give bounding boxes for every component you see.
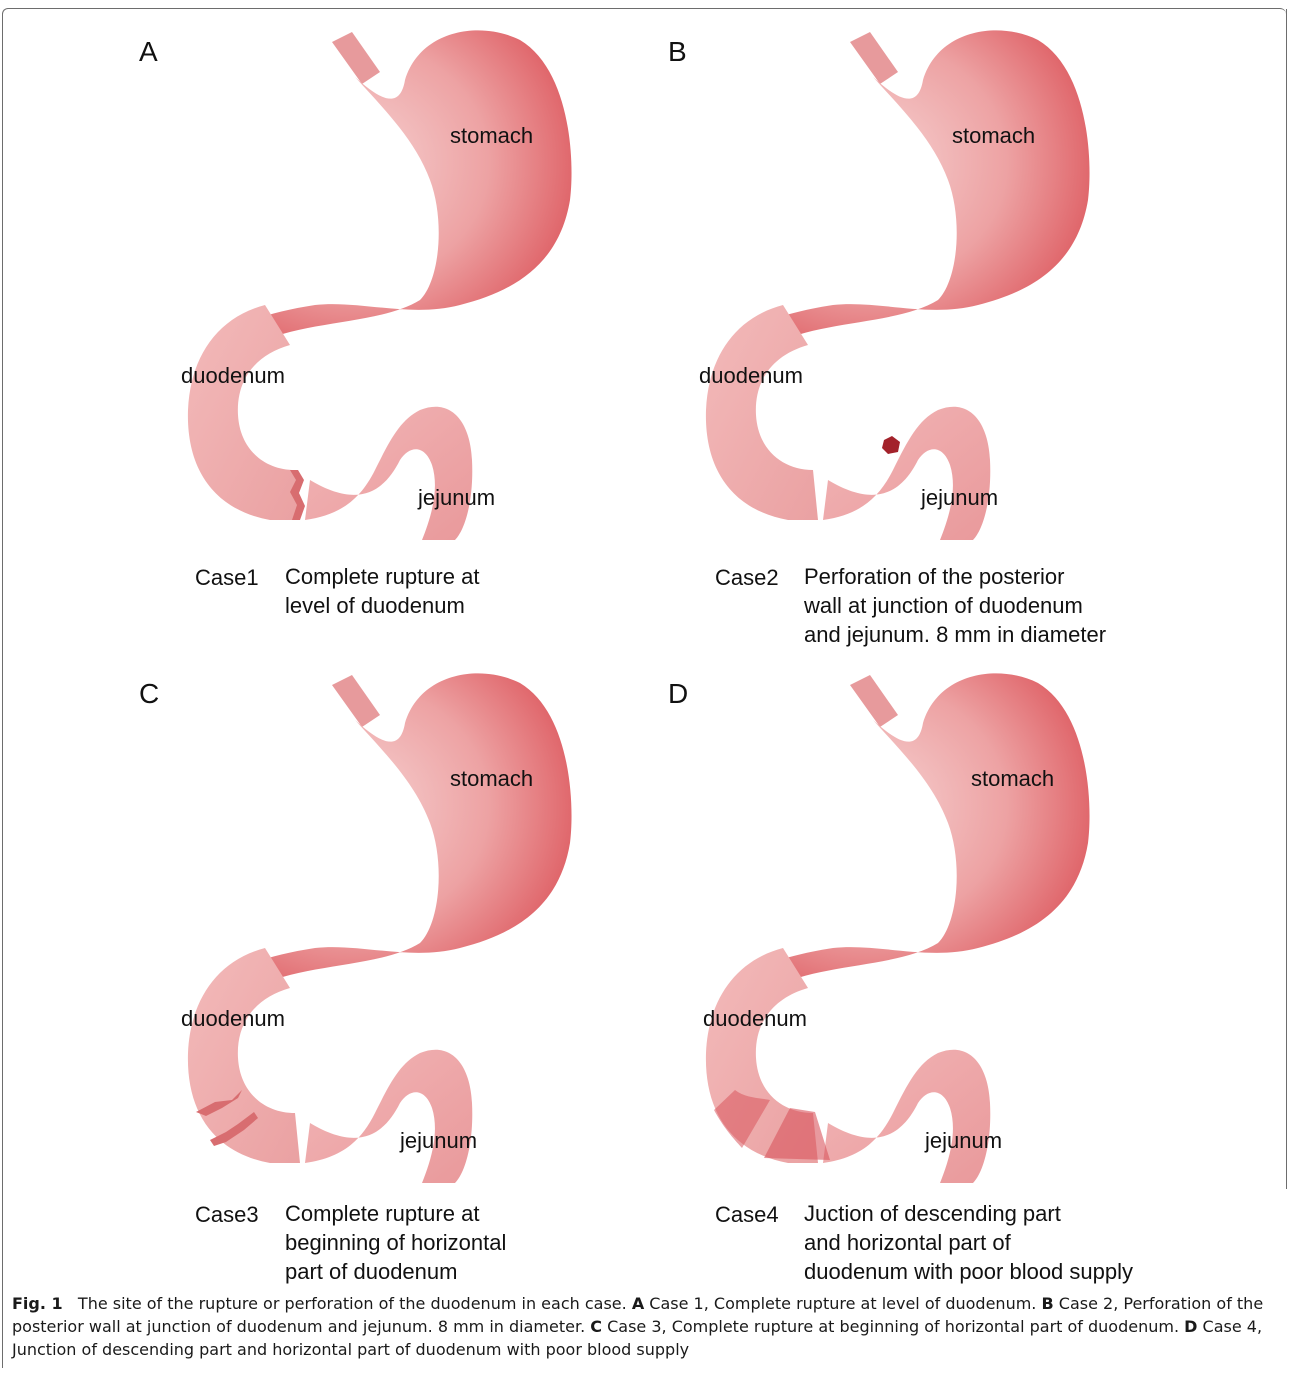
label-duodenum-a: duodenum bbox=[181, 363, 285, 388]
label-stomach-b: stomach bbox=[952, 123, 1035, 148]
label-jejunum-d: jejunum bbox=[924, 1128, 1002, 1153]
figure-caption: Fig. 1 The site of the rupture or perfor… bbox=[12, 1292, 1274, 1361]
case-desc-b: Perforation of the posterior wall at jun… bbox=[804, 562, 1106, 649]
caption-text-c: Case 3, Complete rupture at beginning of… bbox=[607, 1317, 1179, 1336]
label-jejunum-c: jejunum bbox=[399, 1128, 477, 1153]
panel-letter-c: C bbox=[139, 678, 159, 710]
label-duodenum-c: duodenum bbox=[181, 1006, 285, 1031]
panel-b-illustration bbox=[706, 30, 1090, 540]
label-jejunum-b: jejunum bbox=[920, 485, 998, 510]
case-desc-d: Juction of descending part and horizonta… bbox=[804, 1199, 1133, 1286]
label-duodenum-d: duodenum bbox=[703, 1006, 807, 1031]
case-id-d: Case4 bbox=[715, 1202, 779, 1228]
label-duodenum-b: duodenum bbox=[699, 363, 803, 388]
caption-letter-c: C bbox=[590, 1317, 602, 1336]
panel-letter-d: D bbox=[668, 678, 688, 710]
case-id-a: Case1 bbox=[195, 565, 259, 591]
panel-c-illustration bbox=[188, 673, 572, 1183]
label-jejunum-a: jejunum bbox=[417, 485, 495, 510]
panel-letter-a: A bbox=[139, 36, 158, 68]
case-id-b: Case2 bbox=[715, 565, 779, 591]
caption-letter-b: B bbox=[1041, 1294, 1053, 1313]
panel-d-illustration bbox=[706, 673, 1090, 1183]
case-desc-c: Complete rupture at beginning of horizon… bbox=[285, 1199, 506, 1286]
caption-letter-d: D bbox=[1184, 1317, 1197, 1336]
caption-intro: The site of the rupture or perforation o… bbox=[78, 1294, 627, 1313]
case-desc-a: Complete rupture at level of duodenum bbox=[285, 562, 479, 620]
caption-text-a: Case 1, Complete rupture at level of duo… bbox=[649, 1294, 1036, 1313]
label-stomach-d: stomach bbox=[971, 766, 1054, 791]
perforation-mark-b bbox=[882, 436, 900, 454]
panel-letter-b: B bbox=[668, 36, 687, 68]
case-id-c: Case3 bbox=[195, 1202, 259, 1228]
caption-fig-label: Fig. 1 bbox=[12, 1294, 63, 1313]
label-stomach-c: stomach bbox=[450, 766, 533, 791]
caption-letter-a: A bbox=[632, 1294, 644, 1313]
panel-a-illustration bbox=[188, 30, 572, 540]
label-stomach-a: stomach bbox=[450, 123, 533, 148]
